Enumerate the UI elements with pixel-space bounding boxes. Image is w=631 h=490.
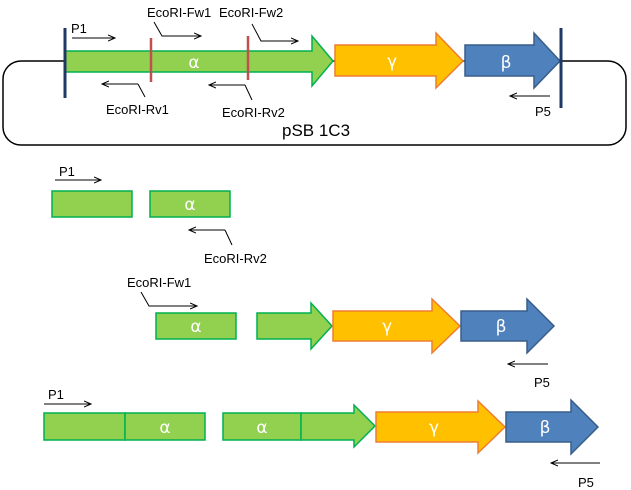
product2-beta-label: β: [496, 317, 507, 337]
final-alpha-label-1: α: [159, 418, 170, 438]
final-primer-p5-label: P5: [578, 475, 594, 490]
final-fragment-left: [43, 412, 126, 441]
primer-rv1-label: EcoRI-Rv1: [106, 102, 169, 117]
final-gamma-label: γ: [429, 418, 439, 438]
product2-alpha-arrow: [256, 301, 334, 351]
final-beta-label: β: [540, 418, 551, 438]
primer-fw2-arrow: [251, 23, 298, 41]
alpha-gene-arrow: [64, 33, 334, 89]
primer-fw1-arrow: [153, 21, 201, 36]
product1-primer-rv2-label: EcoRI-Rv2: [204, 251, 267, 266]
beta-gene-label: β: [501, 53, 512, 73]
product2-beta-arrow: [460, 297, 556, 355]
final-fragment-alpha-1: [124, 412, 206, 441]
primer-rv2-label: EcoRI-Rv2: [222, 105, 285, 120]
product2-gamma-label: γ: [382, 317, 392, 337]
product2-alpha-label: α: [190, 317, 201, 337]
final-beta-arrow: [505, 398, 600, 456]
final-fragment-alpha-2: [222, 412, 302, 441]
final-primer-p1-label: P1: [48, 387, 64, 402]
product2-gamma-arrow: [332, 297, 462, 355]
product2-primer-fw1-label: EcoRI-Fw1: [127, 275, 191, 290]
product2-primer-fw1-arrow: [140, 291, 197, 306]
alpha-gene-label: α: [188, 53, 199, 73]
primer-p1-label: P1: [71, 21, 87, 36]
primer-rv1-arrow: [102, 83, 146, 98]
product1-fragment-alpha: [149, 190, 231, 218]
primer-fw2-label: EcoRI-Fw2: [219, 5, 283, 20]
product2-primer-p5-label: P5: [534, 375, 550, 390]
product1-fragment-left: [51, 190, 133, 218]
product1-primer-p1-label: P1: [59, 164, 75, 179]
plasmid-label: pSB 1C3: [282, 121, 350, 140]
final-alpha-arrow: [300, 403, 377, 449]
gamma-gene-label: γ: [387, 52, 397, 72]
primer-rv2-arrow-tail: [244, 84, 253, 101]
beta-gene-arrow: [464, 31, 562, 90]
product1-alpha-label: α: [184, 195, 195, 215]
product1-primer-rv2-tail: [224, 229, 233, 246]
primer-fw1-label: EcoRI-Fw1: [147, 5, 211, 20]
final-alpha-label-2: α: [256, 418, 267, 438]
product2-fragment-alpha: [155, 312, 237, 340]
primer-p5-label: P5: [535, 104, 551, 119]
gamma-gene-arrow: [334, 31, 465, 90]
final-gamma-arrow: [375, 399, 507, 455]
